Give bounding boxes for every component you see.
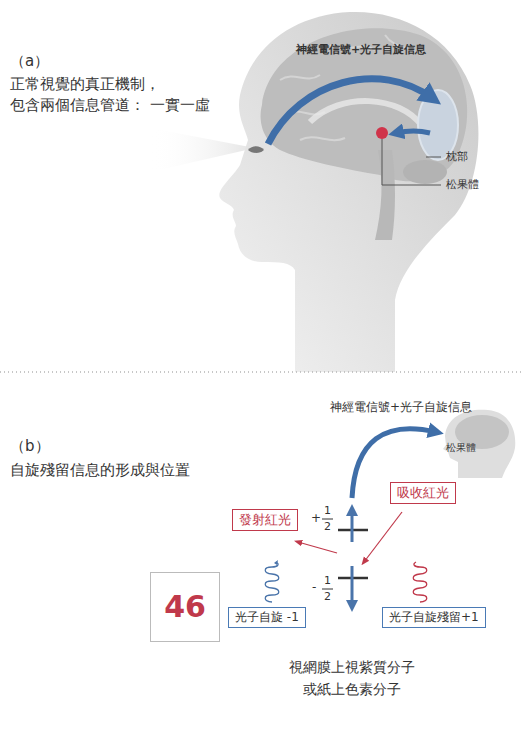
absorption-arrow [364, 512, 402, 562]
eye [248, 146, 264, 153]
head-illustration [150, 12, 478, 372]
signal-arrow [268, 79, 432, 144]
leader-line [426, 157, 441, 158]
label-text: 枕部 [446, 150, 468, 163]
label-text: 松果體 [446, 442, 476, 454]
label-text: （a） [10, 52, 49, 70]
head-silhouette [219, 12, 478, 372]
label-text: 神經電信號+光子自旋信息 [330, 400, 472, 414]
spin-levels [322, 510, 368, 606]
text-box: 發射紅光 [232, 509, 298, 531]
box-text: 光子自旋殘留+1 [389, 610, 479, 625]
brain-stem [375, 150, 395, 240]
label-text: 1 [324, 574, 331, 587]
label-text: 1 [324, 504, 331, 517]
box-text: 46 [164, 588, 206, 626]
box-text: 光子自旋 -1 [235, 610, 299, 625]
label-text: - [312, 580, 316, 594]
separator [0, 371, 522, 373]
light-beam [150, 128, 255, 172]
label-text: 自旋殘留信息的形成與位置 [10, 461, 190, 479]
label-text: 視網膜上視紫質分子 或紙上色素分子 [282, 657, 422, 700]
box-text: 發射紅光 [239, 512, 291, 528]
cerebellum [403, 160, 447, 184]
label-text: 2 [324, 520, 331, 533]
label-text: 神經電信號+光子自旋信息 [296, 43, 426, 56]
label-text: 正常視覺的真正機制， 包含兩個信息管道： 一實一虛 [10, 74, 250, 116]
label-text: + [311, 511, 321, 525]
corpus-callosum [310, 101, 422, 126]
text-box: 吸收紅光 [390, 482, 456, 504]
label-text: （b） [10, 437, 50, 455]
occipital-lobe [418, 90, 458, 160]
photon-spiral [413, 562, 427, 602]
label-text: 松果體 [446, 178, 479, 191]
text-box: 46 [150, 572, 220, 642]
pineal-dot [376, 127, 388, 139]
signal-arrow [396, 131, 430, 133]
small-head [443, 410, 515, 478]
emission-arrow [298, 542, 337, 553]
text-box: 光子自旋 -1 [228, 607, 306, 628]
label-text: 2 [324, 590, 331, 603]
photon-spiral [265, 562, 279, 602]
brain [261, 28, 468, 181]
leader-line [382, 139, 441, 185]
box-text: 吸收紅光 [397, 485, 449, 501]
text-box: 光子自旋殘留+1 [382, 607, 486, 628]
spiral-head [274, 560, 278, 565]
